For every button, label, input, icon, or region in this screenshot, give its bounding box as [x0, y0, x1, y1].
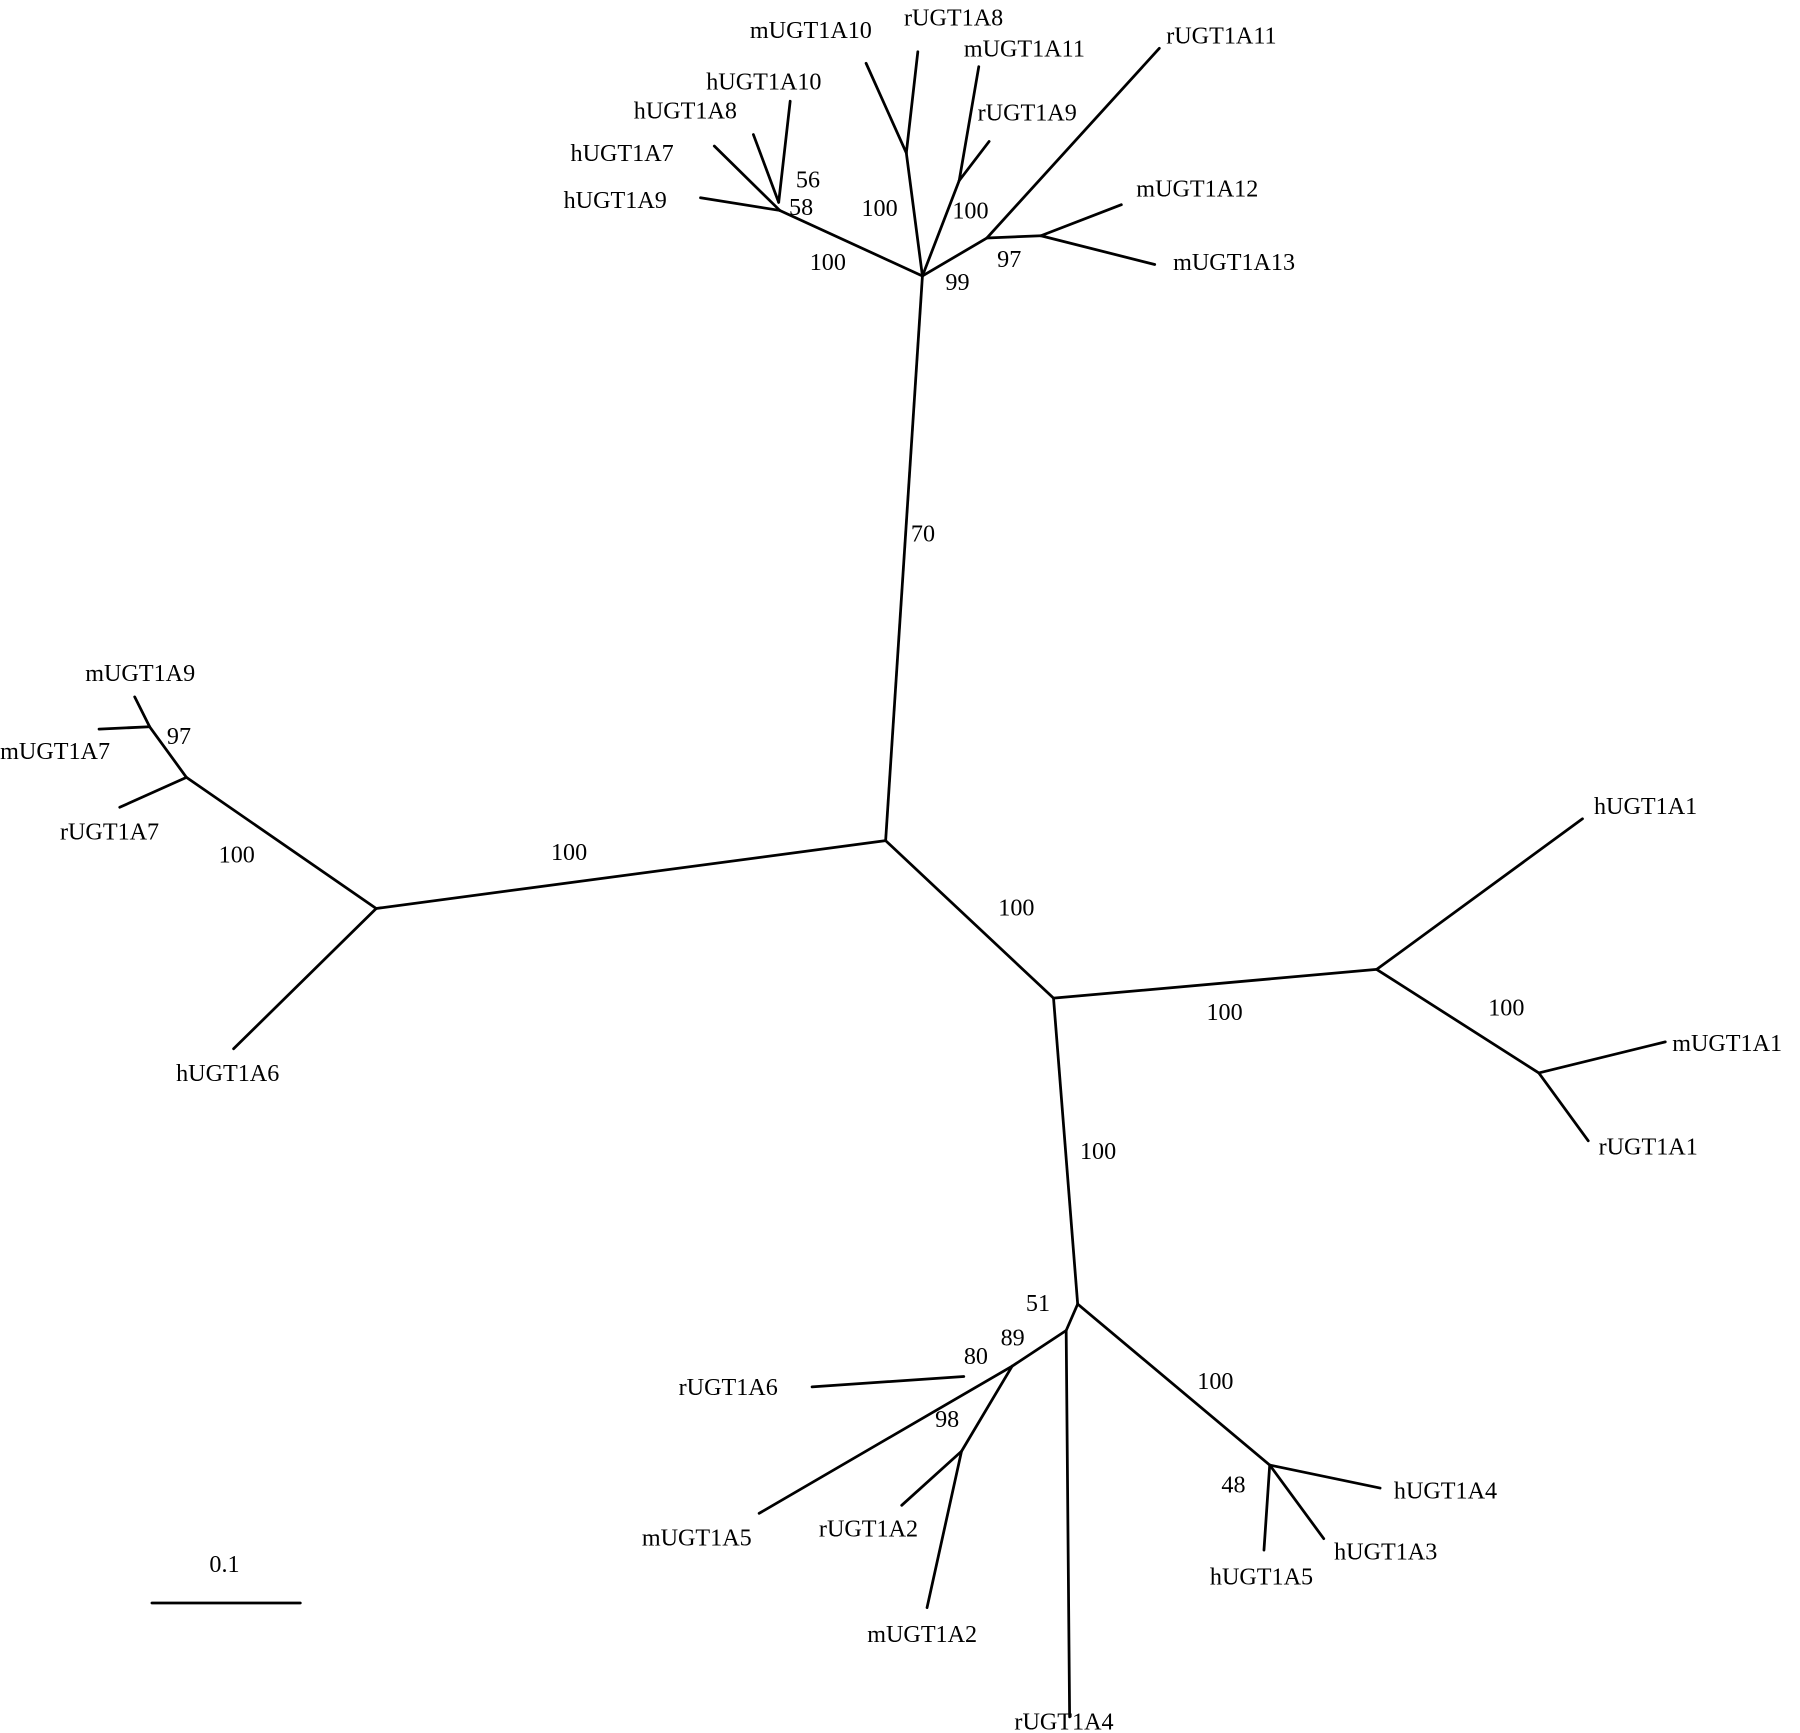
branches [97, 46, 1667, 1719]
leaf-label: hUGT1A7 [571, 140, 674, 167]
branch [957, 140, 991, 182]
leaf-label: hUGT1A5 [1210, 1564, 1313, 1591]
branch [884, 274, 924, 843]
branch [921, 179, 961, 278]
bootstrap-value: 100 [1488, 994, 1524, 1021]
bootstrap-value: 48 [1221, 1472, 1245, 1499]
branch [960, 1364, 1014, 1453]
bootstrap-value: 98 [935, 1406, 959, 1433]
branch [985, 46, 1161, 240]
leaf-label: hUGT1A1 [1594, 793, 1697, 820]
leaf-label: rUGT1A11 [1166, 23, 1276, 50]
leaf-label: mUGT1A1 [1672, 1030, 1782, 1057]
branch [118, 775, 188, 809]
bootstrap-value: 100 [998, 894, 1034, 921]
branch [1010, 1329, 1068, 1368]
branch [699, 196, 782, 212]
branch [921, 236, 989, 278]
leaf-label: mUGT1A10 [750, 17, 872, 44]
scale-bar: 0.1 [150, 1551, 302, 1605]
branch [904, 50, 920, 155]
branch [778, 209, 924, 278]
bootstrap-value: 70 [911, 521, 935, 548]
leaf-label: hUGT1A6 [176, 1060, 279, 1087]
branch [1537, 1071, 1590, 1143]
branch [1537, 1040, 1667, 1075]
branch [133, 695, 152, 729]
branch [757, 1364, 1014, 1515]
branch [1064, 1302, 1080, 1332]
branch [864, 61, 908, 155]
leaf-label: mUGT1A13 [1173, 249, 1295, 276]
leaf-label: hUGT1A3 [1334, 1538, 1437, 1565]
bootstrap-value: 97 [997, 246, 1021, 273]
leaf-label: hUGT1A4 [1394, 1477, 1497, 1504]
bootstrap-value: 100 [810, 249, 846, 276]
branch [751, 133, 781, 204]
branch [185, 775, 378, 910]
branch [1052, 968, 1379, 1000]
bootstrap-value: 80 [964, 1343, 988, 1370]
bootstrap-value: 100 [1206, 999, 1242, 1026]
bootstrap-value: 100 [1197, 1368, 1233, 1395]
branch [1076, 1302, 1272, 1467]
branch [232, 907, 378, 1051]
bootstrap-value: 56 [796, 166, 820, 193]
branch [1375, 817, 1584, 971]
bootstrap-value: 100 [861, 195, 897, 222]
bootstrap-value: 100 [551, 839, 587, 866]
leaf-label: mUGT1A12 [1136, 176, 1258, 203]
branch [777, 99, 792, 204]
branch [712, 144, 782, 212]
branch [1268, 1463, 1326, 1541]
branch [97, 725, 152, 731]
bootstrap-value: 100 [952, 197, 988, 224]
branch [985, 234, 1043, 240]
branch [1039, 234, 1157, 266]
leaf-label: rUGT1A1 [1599, 1134, 1698, 1161]
bootstrap-value: 89 [1001, 1324, 1025, 1351]
bootstrap-value: 58 [789, 194, 813, 221]
branch [1268, 1463, 1382, 1490]
branch [810, 1375, 966, 1389]
branch [1262, 1463, 1272, 1552]
leaf-label: mUGT1A2 [867, 1621, 977, 1648]
bootstrap-value: 97 [167, 723, 191, 750]
leaf-label: rUGT1A2 [819, 1515, 918, 1542]
leaf-label: mUGT1A11 [964, 35, 1085, 62]
leaf-label: rUGT1A4 [1014, 1709, 1113, 1733]
leaf-label: mUGT1A7 [0, 738, 110, 765]
leaf-label: rUGT1A9 [978, 100, 1077, 127]
bootstrap-value: 100 [1080, 1138, 1116, 1165]
scale-bar-label: 0.1 [209, 1551, 239, 1578]
bootstrap-value: 99 [945, 269, 969, 296]
branch [1039, 203, 1123, 238]
leaf-label: hUGT1A9 [564, 187, 667, 214]
leaf-label: hUGT1A10 [706, 69, 821, 96]
bootstrap-value: 51 [1026, 1290, 1050, 1317]
bootstrap-value: 100 [219, 841, 255, 868]
leaf-label: hUGT1A8 [634, 97, 737, 124]
leaf-label: rUGT1A6 [679, 1374, 778, 1401]
branch [1052, 996, 1080, 1306]
leaf-label: rUGT1A8 [904, 4, 1003, 31]
leaf-label: mUGT1A9 [85, 660, 195, 687]
branch [900, 1449, 963, 1507]
branch [374, 839, 888, 910]
branch [957, 65, 981, 182]
branch [904, 151, 924, 278]
branch [1375, 968, 1541, 1075]
branch [148, 725, 188, 779]
leaf-label: mUGT1A5 [642, 1525, 752, 1552]
branch [884, 839, 1055, 1000]
leaf-label: rUGT1A7 [60, 818, 159, 845]
branch [1064, 1329, 1072, 1719]
branch [925, 1449, 963, 1610]
